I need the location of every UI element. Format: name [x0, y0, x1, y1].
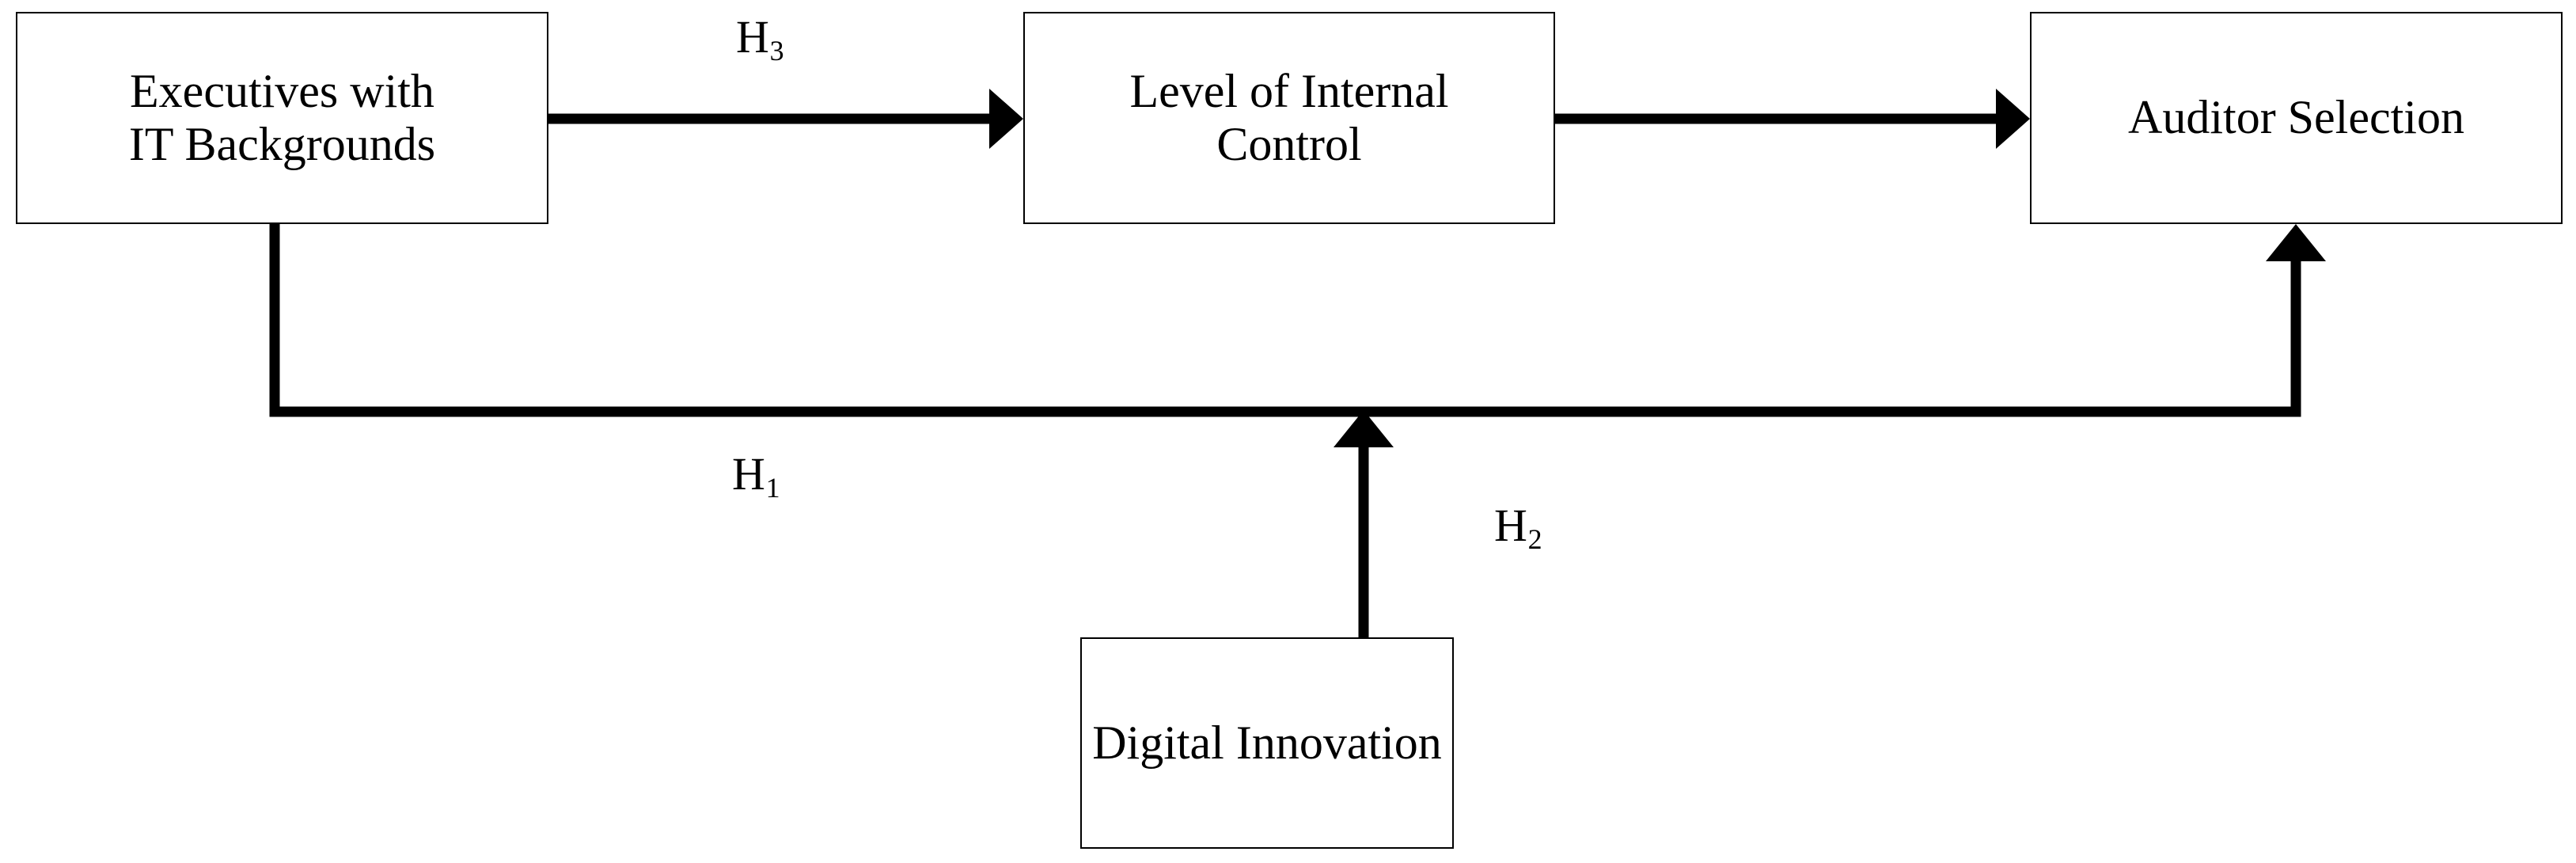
edge-digital-to-h1path: [1334, 410, 1394, 637]
edge-digital-to-h1path-arrowhead: [1334, 410, 1394, 447]
edge-control-to-auditor-arrowhead: [1996, 89, 2030, 149]
hypothesis-label-h1: H1: [732, 448, 780, 503]
edge-exec-to-control: [548, 89, 1023, 149]
node-auditor-selection[interactable]: Auditor Selection: [2030, 12, 2563, 224]
hypothesis-h1-subscript: 1: [765, 472, 780, 504]
hypothesis-h2-letter: H: [1494, 500, 1527, 551]
hypothesis-label-h2: H2: [1494, 500, 1542, 554]
hypothesis-h3-subscript: 3: [769, 35, 784, 67]
edge-exec-to-auditor: [269, 224, 2326, 417]
node-executives-with-it-backgrounds[interactable]: Executives with IT Backgrounds: [16, 12, 548, 224]
hypothesis-h1-letter: H: [732, 448, 765, 500]
node-auditor-selection-label: Auditor Selection: [2128, 91, 2464, 144]
hypothesis-label-h3: H3: [736, 11, 784, 66]
node-executives-label-line2: IT Backgrounds: [128, 118, 436, 170]
edge-control-to-auditor: [1555, 89, 2030, 149]
node-level-of-internal-control[interactable]: Level of Internal Control: [1023, 12, 1555, 224]
node-internal-control-label-line1: Level of Internal: [1129, 64, 1449, 117]
hypothesis-h3-letter: H: [736, 11, 769, 63]
node-digital-innovation[interactable]: Digital Innovation: [1080, 637, 1454, 849]
node-digital-innovation-label: Digital Innovation: [1092, 716, 1442, 769]
edge-exec-to-control-arrowhead: [989, 89, 1023, 149]
edge-exec-to-auditor-path: [269, 224, 2301, 417]
hypothesis-h2-subscript: 2: [1527, 523, 1542, 556]
node-internal-control-label-line2: Control: [1216, 118, 1362, 170]
edge-exec-to-auditor-arrowhead: [2266, 224, 2326, 261]
node-executives-label-line1: Executives with: [130, 64, 434, 117]
